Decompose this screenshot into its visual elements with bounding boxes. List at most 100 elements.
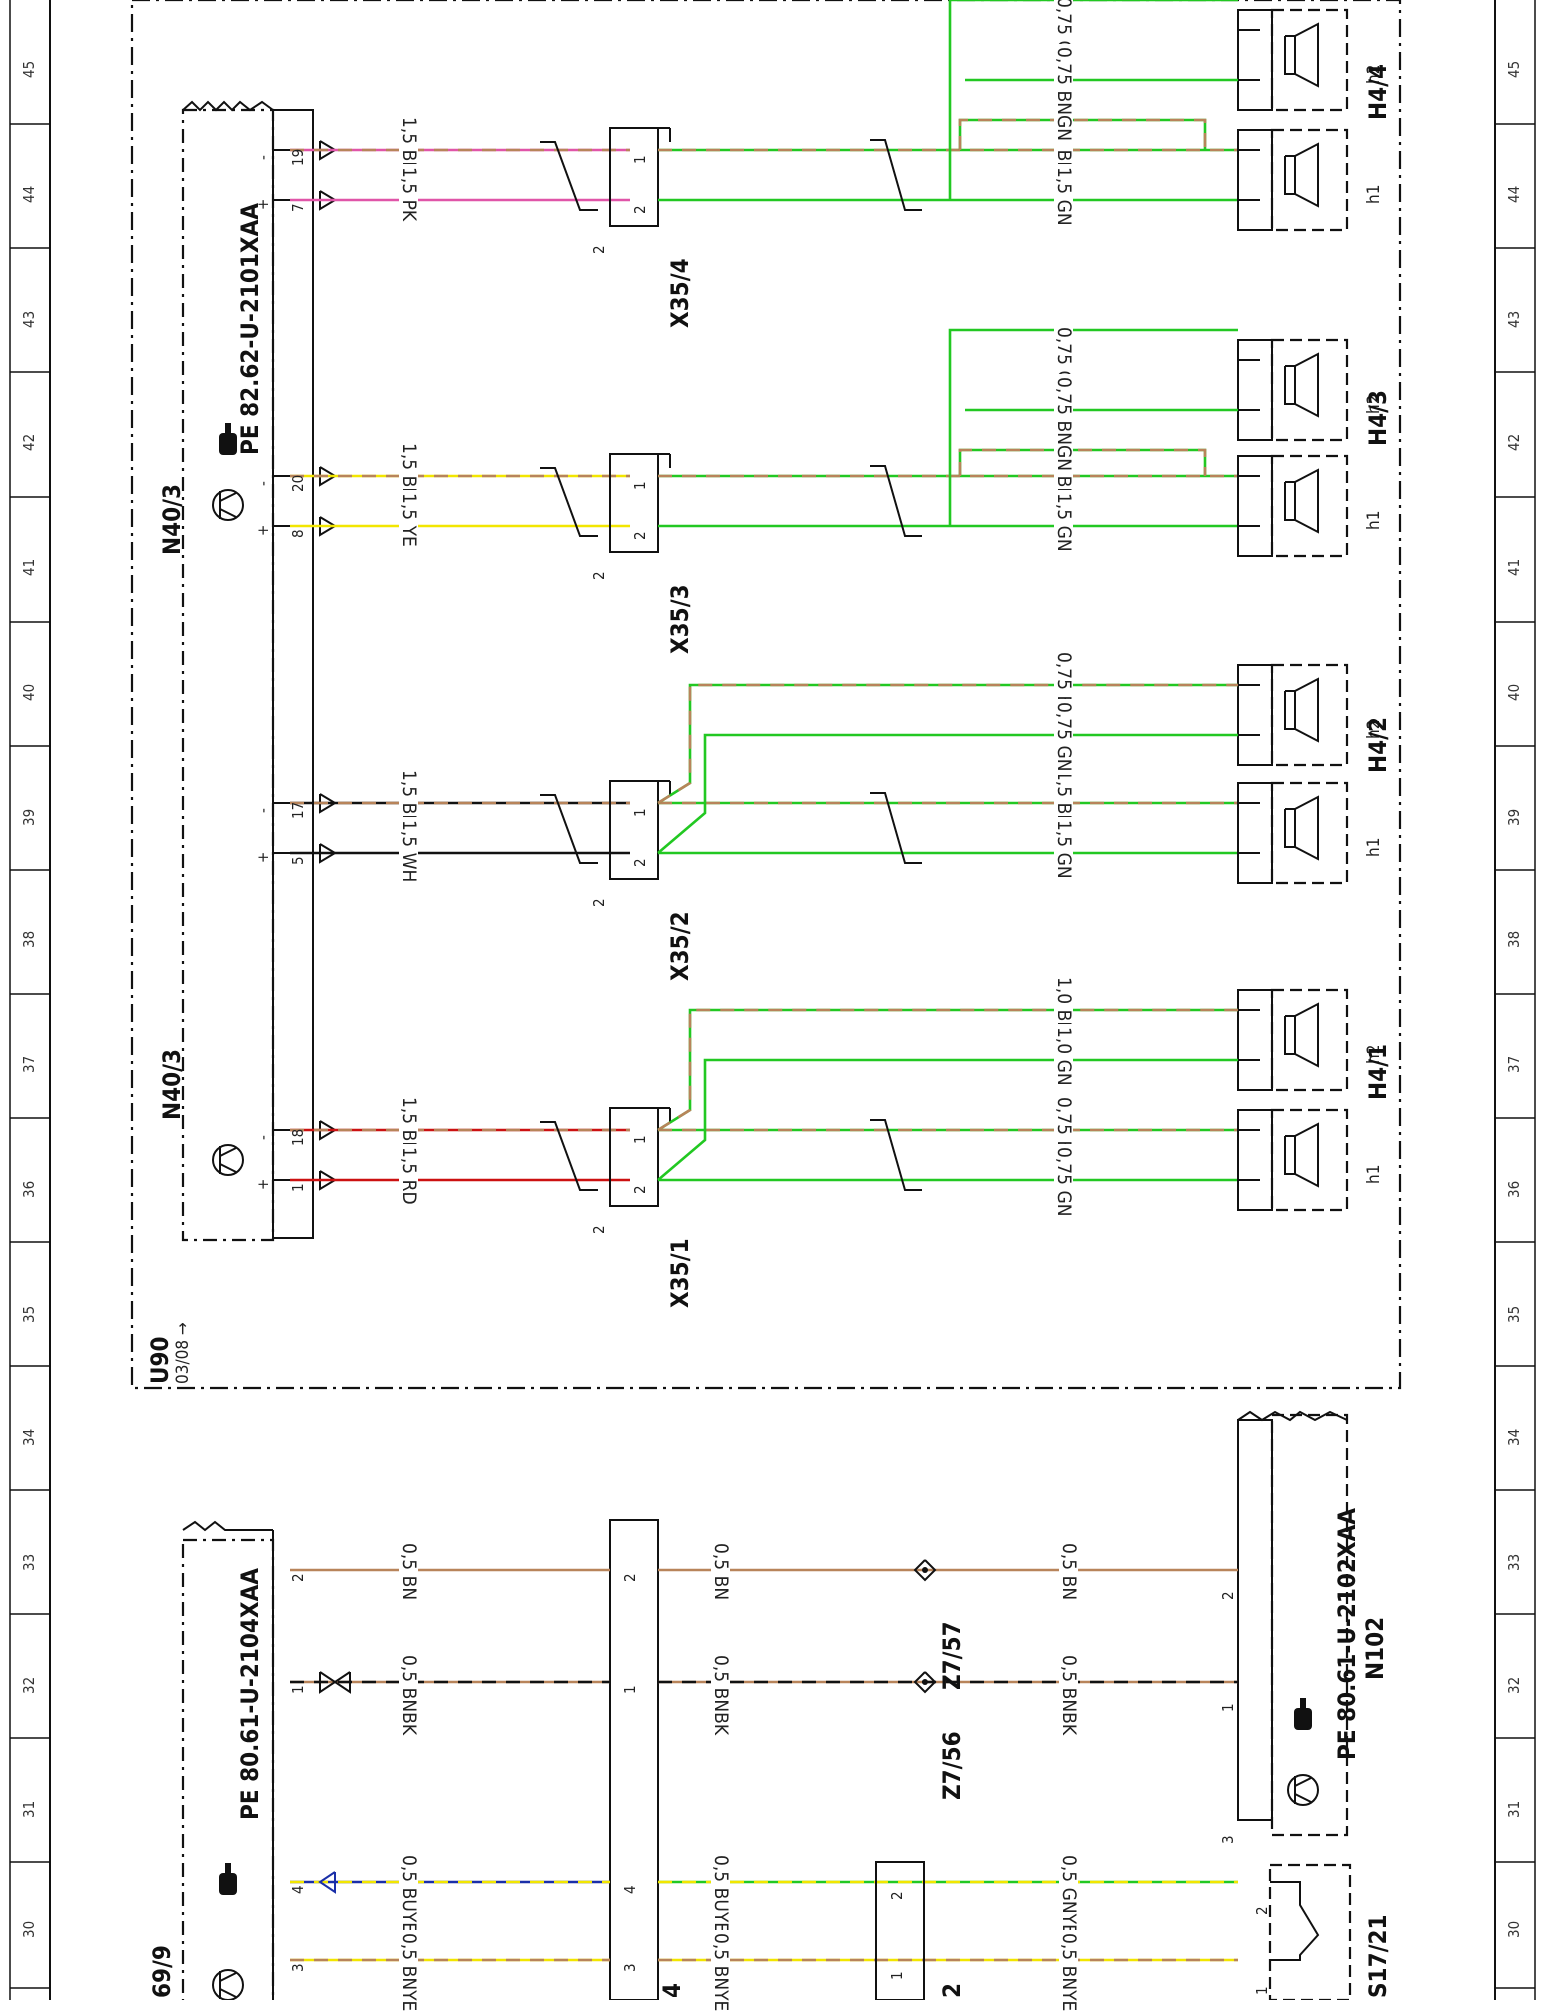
lower-wire-label-mid: 0,5 BN (710, 1540, 732, 1604)
wire-h2-minus (657, 683, 1238, 805)
n40-pin-number: 5 (289, 856, 307, 865)
connector-pin-1: 1 (631, 481, 649, 490)
left-module-transistor-icon-emitter (219, 1988, 237, 1998)
connector-label: X35/2 (666, 911, 694, 981)
pin-sign-minus: - (254, 1135, 272, 1140)
switch-pin-2: 2 (1253, 1906, 1271, 1915)
n40-pin-number: 7 (289, 203, 307, 212)
grid-number-left: 45 (20, 60, 38, 78)
wire-label-speaker-plus: 0,75 GN (1053, 1144, 1075, 1220)
speaker-h1-speaker-icon (1284, 1135, 1296, 1175)
lower-wire-label-left: 0,5 BNBK (398, 1652, 420, 1739)
grid-number-left: 43 (20, 310, 38, 328)
speaker-group-label: H4/1 (1364, 1043, 1392, 1100)
lower-wire-label-mid: 0,5 BNBK (710, 1652, 732, 1739)
wire-label-h2-plus: 0,75 GN (1053, 699, 1075, 775)
connector-x35-box (609, 453, 659, 553)
speaker-h1-cone (1294, 795, 1319, 861)
n40-pin-number: 18 (289, 1128, 307, 1146)
wire-h2-minus-stripe (958, 118, 1207, 150)
splice-z7-56-icon (913, 1671, 937, 1694)
pe-hand-icon-left-finger (225, 1863, 231, 1875)
n102-label: N102 (1361, 1616, 1389, 1680)
twisted-pair-marker (870, 792, 922, 864)
n40-3-transistor-icon-b-collector (219, 492, 237, 502)
lower-wire-label-left: 0,5 BN (398, 1540, 420, 1604)
speaker-h1-tag: h1 (1364, 184, 1384, 204)
grid-number-left: 37 (20, 1055, 38, 1073)
grid-number-right: 32 (1505, 1676, 1523, 1694)
connector-pin-1: 1 (631, 1135, 649, 1144)
speaker-group-label: H4/4 (1364, 63, 1392, 120)
grid-number-left: 38 (20, 930, 38, 948)
speaker-h1-frame (1237, 782, 1273, 884)
grid-number-left: 33 (20, 1553, 38, 1571)
n40-pin-number: 20 (289, 474, 307, 492)
wire-label-speaker-plus: 1,5 GN (1053, 490, 1075, 555)
pin-sign-plus: + (254, 851, 272, 863)
grid-number-right: 41 (1505, 558, 1523, 576)
n40-pin-number: 17 (289, 801, 307, 819)
grid-number-right: 45 (1505, 60, 1523, 78)
connector-pin-2: 2 (631, 531, 649, 540)
connector-pin-count: 2 (590, 245, 608, 254)
lower-connector-pin-2: 2 (888, 1891, 906, 1900)
splice-z7-56-label: Z7/56 (938, 1731, 966, 1800)
wire-h2-minus (657, 1008, 1238, 1132)
middle-connector-pin: 3 (621, 1963, 639, 1972)
n40-3-break-mark (182, 100, 274, 112)
middle-connector-bar (609, 1519, 659, 2001)
speaker-h1-frame (1237, 1109, 1273, 1211)
speaker-h1-dashed (1270, 454, 1349, 558)
speaker-h1-speaker-icon (1284, 481, 1296, 521)
grid-number-right: 34 (1505, 1428, 1523, 1446)
speaker-h1-dashed (1270, 781, 1349, 885)
connector-label: X35/1 (666, 1238, 694, 1308)
grid-number-left: 40 (20, 683, 38, 701)
lower-wire-label-right: 0,5 BNYE (1058, 1930, 1080, 2014)
left-module-pin: 4 (289, 1885, 307, 1894)
speaker-h2-speaker-icon (1284, 365, 1296, 405)
connector-pin-1: 1 (631, 808, 649, 817)
lower-wire-label-left: 0,5 BNYE (398, 1930, 420, 2014)
pin-sign-minus: - (254, 808, 272, 813)
switch-s17-21-frame (1268, 1863, 1352, 2002)
speaker-h2-frame (1237, 664, 1273, 766)
pin-sign-minus: - (254, 155, 272, 160)
connector-pin-2: 2 (631, 858, 649, 867)
frame-code: U90 (146, 1336, 174, 1384)
wire-label-h2-plus: 0,75 BNGN (1053, 44, 1075, 145)
pe-hand-icon-n102-finger (1300, 1698, 1306, 1710)
speaker-h2-speaker-icon (1284, 35, 1296, 75)
speaker-h2-speaker-icon (1284, 1015, 1296, 1055)
grid-number-right: 31 (1505, 1800, 1523, 1818)
twisted-pair-marker (540, 1121, 598, 1191)
connector-x35-box (609, 1107, 659, 1207)
grid-number-right: 42 (1505, 433, 1523, 451)
grid-number-left: 32 (20, 1676, 38, 1694)
connector-pin-2: 2 (631, 1185, 649, 1194)
u90-frame (130, 0, 1402, 1390)
switch-contact-icon (1270, 1881, 1320, 1961)
lower-wire-label-mid: 0,5 BNYE (710, 1930, 732, 2014)
grid-number-right: 35 (1505, 1305, 1523, 1323)
n40-3-label-a: N40/3 (158, 1048, 186, 1120)
lower-wire-label-left: 0,5 BUYE (398, 1852, 420, 1937)
grid-number-right: 40 (1505, 683, 1523, 701)
grid-number-right: 39 (1505, 808, 1523, 826)
grid-number-right: 36 (1505, 1180, 1523, 1198)
connector-x35-box (609, 780, 659, 880)
middle-connector-pin: 2 (621, 1573, 639, 1582)
speaker-h1-tag: h1 (1364, 837, 1384, 857)
speaker-h1-tag: h1 (1364, 1164, 1384, 1184)
n102-transistor-icon (1287, 1774, 1319, 1806)
speaker-h2-cone (1294, 352, 1319, 418)
pin-sign-plus: + (254, 524, 272, 536)
speaker-h1-speaker-icon (1284, 808, 1296, 848)
speaker-h2-frame (1237, 9, 1273, 111)
speaker-h1-cone (1294, 468, 1319, 534)
switch-pin-1: 1 (1253, 1986, 1271, 1995)
grid-number-left: 35 (20, 1305, 38, 1323)
